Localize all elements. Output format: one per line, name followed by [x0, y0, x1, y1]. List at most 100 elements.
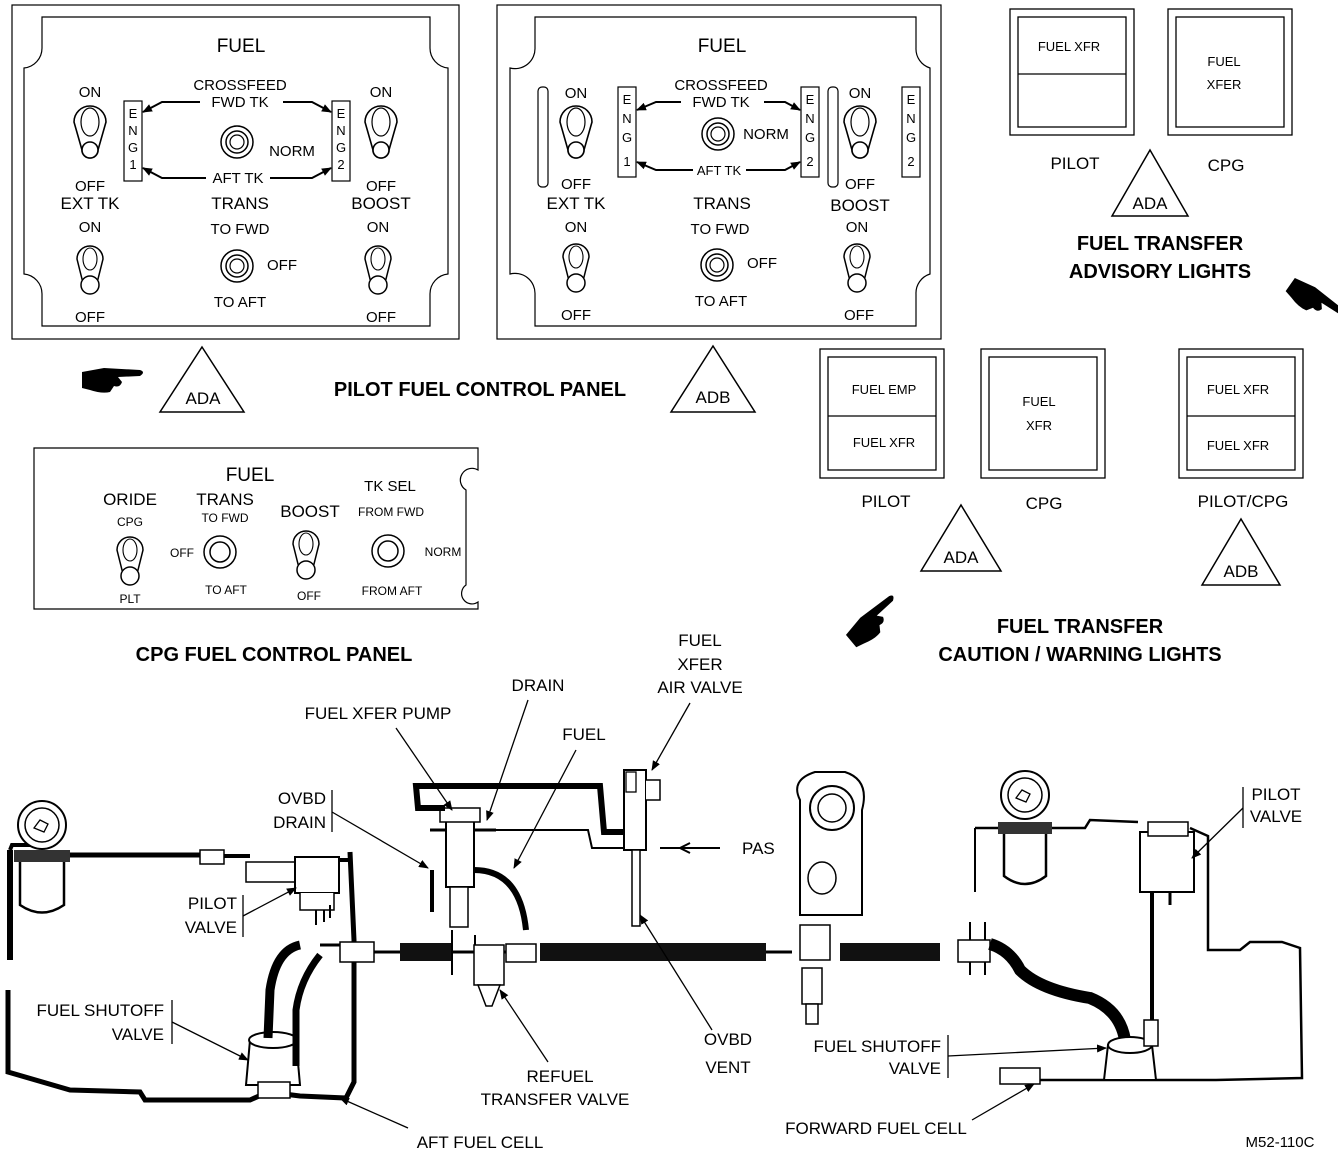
adb-eng1-e: E — [623, 92, 632, 107]
adb-eng2b-e: E — [907, 92, 916, 107]
caution-ada-triangle-label: ADA — [944, 548, 980, 567]
adb-crossfeed: CROSSFEED — [674, 77, 768, 94]
ada-crossfeed: CROSSFEED — [193, 77, 287, 94]
adb-aft-tk: AFT TK — [697, 163, 742, 178]
adb-ext-toggle[interactable] — [562, 243, 590, 293]
ada-eng1-box — [123, 100, 143, 182]
ada-left-toggle[interactable] — [73, 105, 107, 159]
pilot-fuel-panel-ada: FUEL ON OFF E N G 1 E N G 2 ON OFF CROSS… — [11, 4, 460, 340]
aft-fuel-cell-label: AFT FUEL CELL — [417, 1133, 544, 1152]
adb-boost-on: ON — [846, 219, 869, 236]
cpg-title: FUEL — [226, 465, 275, 486]
air-valve-label-3: AIR VALVE — [657, 678, 742, 697]
forward-fuel-shutoff-valve — [1102, 1019, 1159, 1081]
ada-on-left: ON — [79, 84, 102, 101]
caution-pilotcpg-top-light: FUEL XFR — [1207, 382, 1269, 397]
ada-boost-on: ON — [367, 219, 390, 236]
fuel-xfer-pump — [430, 807, 529, 931]
adb-eng2-e: E — [806, 92, 815, 107]
adb-warning-triangle: ADB — [669, 344, 757, 413]
aft-fuel-shutoff-valve — [244, 940, 375, 1099]
adb-boost-toggle[interactable] — [843, 243, 871, 293]
adb-boost-off: OFF — [844, 307, 874, 324]
adb-off-right: OFF — [845, 176, 875, 193]
advisory-pilot-label: PILOT — [1050, 154, 1099, 173]
air-valve-label-1: FUEL — [678, 631, 721, 650]
adb-fwd-tk: FWD TK — [692, 94, 749, 111]
pas-label: PAS — [742, 839, 775, 858]
cpg-trans-knob[interactable] — [203, 535, 237, 569]
advisory-cpg-light-line2: XFER — [1207, 77, 1242, 92]
ada-right-toggle[interactable] — [364, 105, 398, 159]
ada-trans: TRANS — [211, 194, 269, 213]
aft-fuel-probe — [14, 800, 70, 914]
ada-eng2-2: 2 — [337, 157, 344, 172]
advisory-ada-triangle-label: ADA — [1133, 194, 1169, 213]
fwd-pilot-valve-label-1: PILOT — [1251, 785, 1300, 804]
pointing-hand-icon — [82, 368, 143, 393]
ada-boost-off: OFF — [366, 309, 396, 326]
ada-crossfeed-knob[interactable] — [220, 125, 254, 159]
cpg-tk-sel: TK SEL — [364, 478, 416, 495]
cpg-boost-toggle[interactable] — [292, 530, 320, 580]
cpg-oride-toggle[interactable] — [116, 536, 144, 586]
adb-on-left: ON — [565, 85, 588, 102]
forward-fuel-cell-label: FORWARD FUEL CELL — [785, 1119, 967, 1138]
ada-off-right: OFF — [366, 178, 396, 195]
fuel-label: FUEL — [562, 725, 605, 744]
adb-boost: BOOST — [830, 196, 890, 215]
cpg-from-aft: FROM AFT — [362, 584, 423, 598]
cpg-trans-off: OFF — [170, 546, 194, 560]
cpg-oride-cpg: CPG — [117, 515, 143, 529]
ada-eng1-1: 1 — [129, 157, 136, 172]
ovbd-drain-label-2: DRAIN — [273, 813, 326, 832]
adb-eng2b-g: G — [906, 130, 916, 145]
adb-eng2-n: N — [805, 111, 814, 126]
caution-adb-triangle-label: ADB — [1224, 562, 1259, 581]
ada-ext-on: ON — [79, 219, 102, 236]
ada-eng2-e: E — [337, 106, 346, 121]
adb-right-toggle[interactable] — [843, 105, 877, 159]
adb-left-toggle[interactable] — [559, 105, 593, 159]
caution-pilot-bottom-light: FUEL XFR — [853, 435, 915, 450]
ada-trans-knob[interactable] — [220, 249, 254, 283]
fwd-pilot-valve-label-2: VALVE — [1250, 807, 1302, 826]
adb-ext-off: OFF — [561, 307, 591, 324]
ada-eng1-e: E — [129, 106, 138, 121]
ovbd-vent-label-2: VENT — [705, 1058, 750, 1077]
ada-on-right: ON — [370, 84, 393, 101]
advisory-cpg-label: CPG — [1208, 156, 1245, 175]
caution-caption-line2: CAUTION / WARNING LIGHTS — [938, 644, 1221, 666]
ada-to-fwd: TO FWD — [211, 221, 270, 238]
adb-triangle-label: ADB — [696, 388, 731, 407]
adb-ext-tk: EXT TK — [547, 194, 607, 213]
advisory-cpg-light-line1: FUEL — [1207, 54, 1240, 69]
ada-eng2-box — [331, 100, 351, 182]
ada-warning-triangle: ADA — [158, 345, 246, 413]
ada-ext-toggle[interactable] — [76, 245, 104, 295]
ada-ext-tk: EXT TK — [61, 194, 121, 213]
forward-fuel-probe — [998, 770, 1052, 886]
ada-ext-off: OFF — [75, 309, 105, 326]
aft-pilot-valve-label-1: PILOT — [188, 894, 237, 913]
pointing-hand-icon — [1282, 274, 1338, 330]
advisory-caption-line1: FUEL TRANSFER — [1077, 233, 1244, 255]
adb-ext-on: ON — [565, 219, 588, 236]
caution-pilot-top-light: FUEL EMP — [852, 382, 917, 397]
cpg-boost-off: OFF — [297, 589, 321, 603]
adb-to-fwd: TO FWD — [691, 221, 750, 238]
ada-eng2-g: G — [336, 140, 346, 155]
cpg-oride-plt: PLT — [119, 592, 141, 606]
aft-shutoff-label-2: VALVE — [112, 1025, 164, 1044]
adb-off-left: OFF — [561, 176, 591, 193]
adb-trans-knob[interactable] — [700, 248, 734, 282]
adb-crossfeed-knob[interactable] — [701, 117, 735, 151]
aft-shutoff-label-1: FUEL SHUTOFF — [36, 1001, 164, 1020]
drain-label: DRAIN — [512, 676, 565, 695]
adb-eng2b-n: N — [906, 111, 915, 126]
ada-aft-tk: AFT TK — [212, 170, 263, 187]
cpg-tk-sel-knob[interactable] — [371, 534, 405, 568]
ada-boost-toggle[interactable] — [364, 245, 392, 295]
cpg-to-aft: TO AFT — [205, 583, 247, 597]
